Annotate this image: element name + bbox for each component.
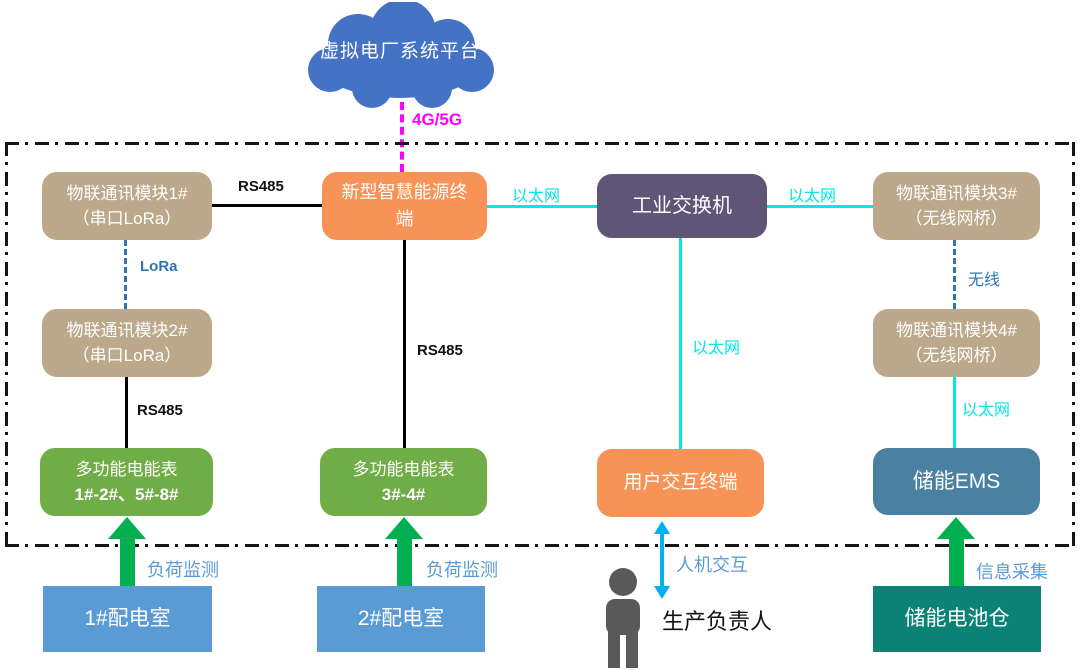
node-iot-module-3-line2: （无线网桥） bbox=[905, 209, 1008, 228]
node-iot-module-4-line1: 物联通讯模块4# bbox=[896, 320, 1017, 340]
link-rs485-module1-terminal bbox=[212, 204, 322, 207]
person-figure bbox=[598, 566, 648, 672]
person-label: 生产负责人 bbox=[662, 609, 773, 634]
node-iot-module-3: 物联通讯模块3# （无线网桥） bbox=[873, 172, 1040, 240]
node-iot-module-3-line1: 物联通讯模块3# bbox=[896, 183, 1017, 203]
node-meter-2-line2: 3#-4# bbox=[381, 485, 426, 504]
link-eth-terminal-switch bbox=[487, 205, 597, 208]
node-iot-module-1-line2: （串口LoRa） bbox=[72, 209, 182, 228]
node-storage-ems: 储能EMS bbox=[873, 448, 1040, 515]
vpp-cloud: 虚拟电厂系统平台 bbox=[300, 0, 500, 110]
arrow-info-collect bbox=[937, 517, 975, 586]
node-energy-terminal: 新型智慧能源终端 bbox=[322, 172, 487, 240]
link-rs485-module2-meter1 bbox=[125, 377, 128, 448]
arrow-down-icon bbox=[654, 586, 670, 599]
node-power-room-1-label: 1#配电室 bbox=[84, 607, 171, 631]
lora-label: LoRa bbox=[140, 258, 178, 275]
node-iot-module-1: 物联通讯模块1# （串口LoRa） bbox=[42, 172, 212, 240]
node-meter-1-line2: 1#-2#、5#-8# bbox=[74, 485, 179, 504]
node-iot-module-2-line1: 物联通讯模块2# bbox=[66, 320, 188, 340]
boundary-left bbox=[5, 142, 8, 547]
node-user-terminal: 用户交互终端 bbox=[597, 449, 764, 517]
arrow-load-monitor-2 bbox=[385, 517, 423, 586]
node-iot-module-2: 物联通讯模块2# （串口LoRa） bbox=[42, 309, 212, 377]
ethernet-label-4: 以太网 bbox=[962, 402, 1011, 419]
node-meter-1: 多功能电能表 1#-2#、5#-8# bbox=[40, 448, 213, 516]
load-monitor-label-2: 负荷监测 bbox=[426, 560, 498, 580]
link-lora-module1-module2 bbox=[124, 240, 127, 309]
node-iot-module-1-line1: 物联通讯模块1# bbox=[66, 183, 188, 203]
node-power-room-1: 1#配电室 bbox=[43, 586, 212, 652]
arrow-load-monitor-1 bbox=[108, 517, 146, 586]
node-iot-module-2-line2: （串口LoRa） bbox=[72, 346, 182, 365]
link-eth-switch-module3 bbox=[767, 205, 873, 208]
link-rs485-terminal-meter2 bbox=[403, 240, 406, 448]
info-collect-label: 信息采集 bbox=[976, 562, 1048, 582]
ethernet-label-3: 以太网 bbox=[692, 340, 741, 357]
arrow-hmi bbox=[654, 521, 670, 599]
arrow-up-icon bbox=[654, 521, 670, 534]
node-industrial-switch: 工业交换机 bbox=[597, 174, 767, 238]
arrow-head-icon bbox=[937, 517, 975, 539]
boundary-bottom bbox=[5, 544, 1075, 547]
node-battery-container-label: 储能电池仓 bbox=[904, 607, 1010, 631]
node-storage-ems-label: 储能EMS bbox=[912, 469, 1001, 493]
boundary-right bbox=[1072, 142, 1075, 547]
node-meter-2-line1: 多功能电能表 bbox=[352, 459, 455, 479]
rs485-label-left: RS485 bbox=[137, 402, 183, 419]
rs485-label-top: RS485 bbox=[238, 178, 284, 195]
node-energy-terminal-label: 新型智慧能源终端 bbox=[341, 182, 468, 229]
node-iot-module-4: 物联通讯模块4# （无线网桥） bbox=[873, 309, 1040, 377]
boundary-top bbox=[5, 142, 1075, 145]
wireless-label: 无线 bbox=[968, 272, 1001, 289]
node-user-terminal-label: 用户交互终端 bbox=[623, 471, 738, 493]
link-4g5g-line bbox=[400, 102, 404, 172]
node-meter-1-line1: 多功能电能表 bbox=[75, 459, 178, 479]
person-icon bbox=[606, 568, 640, 668]
node-iot-module-4-line2: （无线网桥） bbox=[905, 346, 1008, 365]
node-meter-2: 多功能电能表 3#-4# bbox=[320, 448, 487, 516]
link-eth-switch-userterminal bbox=[679, 238, 682, 450]
hmi-label: 人机交互 bbox=[676, 555, 748, 575]
node-power-room-2: 2#配电室 bbox=[317, 586, 485, 652]
cloud-label: 虚拟电厂系统平台 bbox=[319, 41, 480, 62]
node-battery-container: 储能电池仓 bbox=[873, 586, 1041, 652]
arrow-head-icon bbox=[108, 517, 146, 539]
arrow-head-icon bbox=[385, 517, 423, 539]
link-wireless-module3-module4 bbox=[953, 240, 956, 309]
ethernet-label-2: 以太网 bbox=[788, 188, 837, 205]
load-monitor-label-1: 负荷监测 bbox=[147, 560, 219, 580]
rs485-label-mid: RS485 bbox=[417, 342, 463, 359]
link-eth-module4-ems bbox=[953, 377, 956, 448]
node-power-room-2-label: 2#配电室 bbox=[357, 607, 445, 631]
link-4g5g-label: 4G/5G bbox=[412, 110, 463, 129]
node-industrial-switch-label: 工业交换机 bbox=[632, 195, 732, 217]
cloud-icon bbox=[308, 0, 494, 108]
ethernet-label-1: 以太网 bbox=[512, 188, 561, 205]
